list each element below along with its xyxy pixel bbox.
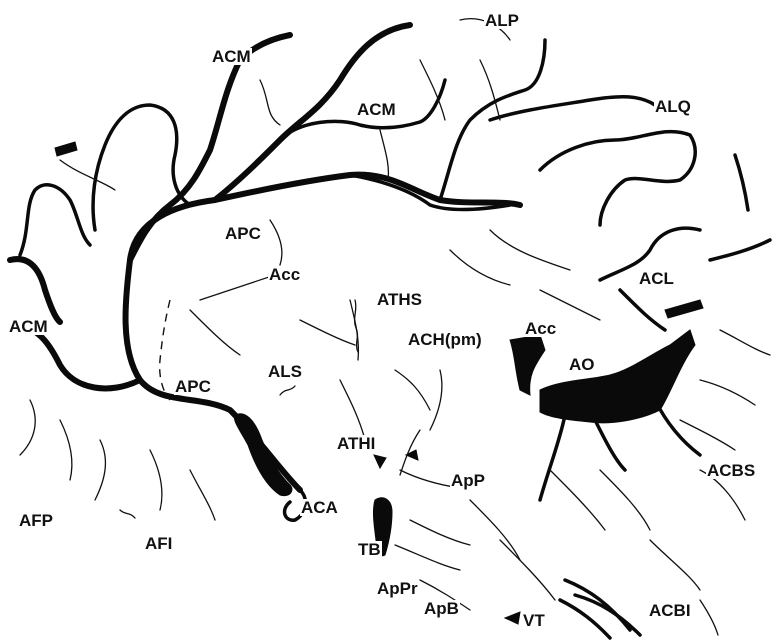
- thin-vessel-16: [410, 520, 470, 545]
- thin-vessel-34: [20, 400, 35, 455]
- thin-vessel-10: [280, 386, 295, 395]
- vt-mark: [505, 612, 520, 624]
- ao-down-branch-2: [595, 420, 625, 470]
- thin-vessel-31: [150, 450, 162, 510]
- label-ao: AO: [568, 356, 596, 373]
- label-athi: ATHI: [336, 435, 376, 452]
- upper-left-dash: [55, 142, 77, 156]
- label-acl: ACL: [638, 270, 675, 287]
- thin-vessel-32: [190, 470, 215, 520]
- thin-vessel-39: [540, 290, 600, 320]
- alq-branch: [490, 97, 655, 120]
- label-aths: ATHS: [376, 291, 423, 308]
- thin-vessel-13: [430, 370, 442, 430]
- right-bar-1: [710, 240, 770, 260]
- label-app: ApP: [450, 472, 486, 489]
- thin-vessel-29: [60, 420, 72, 480]
- thin-vessel-22: [600, 470, 650, 530]
- right-bar-2: [735, 155, 748, 210]
- right-ledge: [665, 300, 703, 318]
- label-als: ALS: [267, 363, 303, 380]
- acl-down: [620, 290, 665, 330]
- thin-vessel-11: [340, 380, 365, 440]
- ao-down-branch-1: [540, 415, 565, 500]
- thin-vessel-36: [380, 130, 388, 180]
- acm-upper-branch: [130, 35, 290, 260]
- thin-vessel-7: [190, 310, 240, 355]
- thin-vessel-40: [700, 600, 718, 635]
- label-afi: AFI: [144, 535, 173, 552]
- label-acm-mid: ACM: [356, 101, 397, 118]
- thin-vessel-1: [260, 80, 280, 125]
- athi-mark: [374, 455, 386, 468]
- thin-vessel-28: [450, 250, 510, 285]
- ach-pm-mass: [510, 335, 545, 395]
- aca-mass: [234, 414, 292, 496]
- label-apb: ApB: [423, 600, 460, 617]
- label-afp: AFP: [18, 512, 54, 529]
- label-tb: TB: [357, 541, 382, 558]
- label-acbs: ACBS: [706, 462, 756, 479]
- label-apc-upper: APC: [224, 225, 262, 242]
- label-acc-left: Acc: [268, 266, 301, 283]
- thin-vessel-33: [120, 510, 135, 518]
- label-acm-top: ACM: [211, 48, 252, 65]
- ao-mass: [540, 330, 695, 423]
- label-alq: ALQ: [654, 98, 692, 115]
- thin-vessel-12: [395, 370, 430, 410]
- label-acm-left: ACM: [8, 318, 49, 335]
- far-left-loop: [20, 185, 90, 255]
- thin-vessel-35: [60, 160, 115, 190]
- thin-vessel-23: [650, 540, 700, 590]
- alq-loop: [540, 132, 695, 225]
- thin-vessel-5: [270, 220, 282, 265]
- thin-vessel-30: [95, 440, 105, 500]
- label-appr: ApPr: [376, 580, 419, 597]
- thin-vessel-8: [300, 320, 355, 345]
- thin-vessel-20: [500, 540, 555, 600]
- label-alp: ALP: [484, 12, 520, 29]
- thin-vessel-21: [550, 470, 605, 530]
- dashed-boundary: [160, 300, 170, 400]
- thin-vessel-17: [395, 545, 460, 570]
- label-aca: ACA: [300, 499, 339, 516]
- acm-left-branch: [10, 259, 60, 322]
- thin-vessel-26: [700, 380, 755, 405]
- label-apc-lower: APC: [174, 378, 212, 395]
- label-acbi: ACBI: [648, 602, 692, 619]
- label-vt: VT: [522, 612, 546, 629]
- thin-vessel-27: [490, 230, 570, 270]
- label-ach-pm: ACH(pm): [407, 331, 483, 348]
- thin-vessel-19: [470, 500, 520, 560]
- acbs-branch: [655, 400, 700, 455]
- thin-vessel-25: [720, 330, 770, 355]
- label-acc-right: Acc: [524, 320, 557, 337]
